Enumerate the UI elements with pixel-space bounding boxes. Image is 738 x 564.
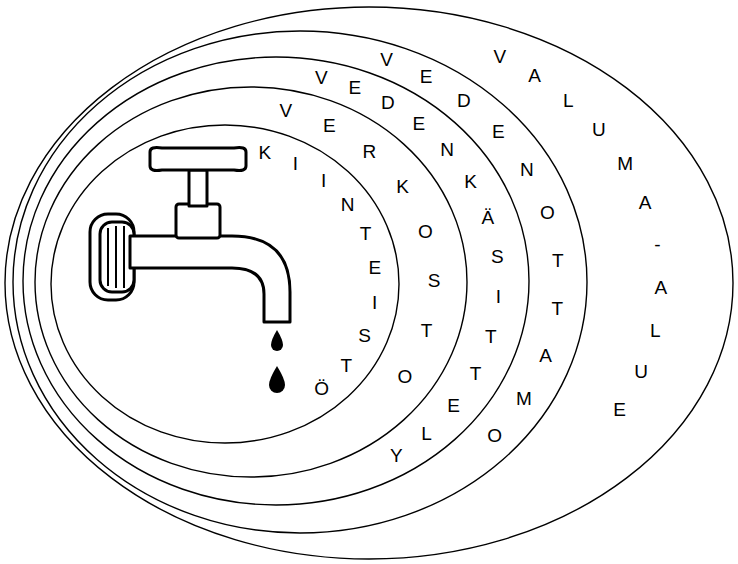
label-letter: E	[413, 114, 426, 133]
region-ring: VEDENKÄSITTELYVERKOSTOKIINTEISTÖ	[22, 56, 530, 506]
ring-outline	[4, 6, 734, 560]
label-letter: U	[634, 362, 648, 381]
label-letter: S	[491, 247, 504, 266]
label-letter: K	[396, 177, 409, 196]
ring-outline	[50, 124, 400, 444]
label-letter: M	[617, 154, 633, 173]
region-ring: VEDENOTTAMOVEDENKÄSITTELYVERKOSTOKIINTEI…	[12, 30, 588, 534]
label-letter: T	[551, 299, 563, 318]
label-letter: N	[440, 140, 454, 159]
ring-ellipse	[5, 7, 733, 559]
label-letter: E	[492, 122, 505, 141]
label-letter: I	[372, 293, 377, 312]
label-letter: E	[613, 400, 626, 419]
label-letter: A	[528, 66, 541, 85]
label-letter: A	[655, 278, 668, 297]
label-letter: S	[358, 326, 371, 345]
label-letter: V	[380, 50, 393, 69]
label-letter: E	[323, 116, 336, 135]
label-letter: U	[592, 120, 606, 139]
region-ring: KIINTEISTÖ	[50, 124, 400, 444]
ring-ellipse	[35, 87, 467, 477]
label-letter: D	[381, 93, 395, 112]
label-letter: Y	[390, 446, 403, 465]
label-letter: T	[340, 356, 352, 375]
region-ring: VERKOSTOKIINTEISTÖ	[34, 86, 468, 478]
label-letter: K	[464, 172, 477, 191]
label-letter: O	[418, 222, 433, 241]
label-letter: I	[321, 171, 326, 190]
label-letter: L	[421, 424, 432, 443]
label-letter: T	[421, 321, 433, 340]
label-letter: O	[540, 203, 555, 222]
label-letter: I	[293, 154, 298, 173]
label-letter: S	[428, 271, 441, 290]
label-letter: V	[493, 47, 506, 66]
ring-ellipse	[13, 31, 587, 533]
label-letter: E	[349, 78, 362, 97]
label-letter: T	[470, 364, 482, 383]
label-letter: L	[563, 91, 574, 110]
label-letter: M	[516, 389, 532, 408]
label-letter: O	[398, 367, 413, 386]
label-letter: Ä	[481, 208, 494, 227]
label-letter: N	[341, 195, 355, 214]
label-letter: K	[259, 143, 272, 162]
ring-ellipse	[51, 125, 399, 443]
label-letter: V	[315, 68, 328, 87]
label-letter: T	[485, 327, 497, 346]
label-letter: E	[369, 258, 382, 277]
ring-outline	[34, 86, 468, 478]
label-letter: T	[552, 251, 564, 270]
ring-outline	[22, 56, 530, 506]
label-letter: V	[280, 101, 293, 120]
label-letter: O	[487, 426, 502, 445]
label-letter: N	[520, 160, 534, 179]
ring-outline	[12, 30, 588, 534]
region-ring: VALUMA-ALUEVEDENOTTAMOVEDENKÄSITTELYVERK…	[4, 6, 734, 560]
label-letter: Ö	[314, 379, 329, 398]
label-letter: R	[362, 142, 376, 161]
label-letter: E	[447, 396, 460, 415]
label-letter: A	[639, 193, 652, 212]
ring-ellipse	[23, 57, 529, 505]
label-letter: E	[420, 67, 433, 86]
label-letter: -	[654, 235, 660, 254]
label-letter: T	[360, 224, 372, 243]
label-letter: D	[457, 91, 471, 110]
label-letter: L	[650, 321, 661, 340]
label-letter: A	[539, 346, 552, 365]
label-letter: I	[496, 287, 501, 306]
